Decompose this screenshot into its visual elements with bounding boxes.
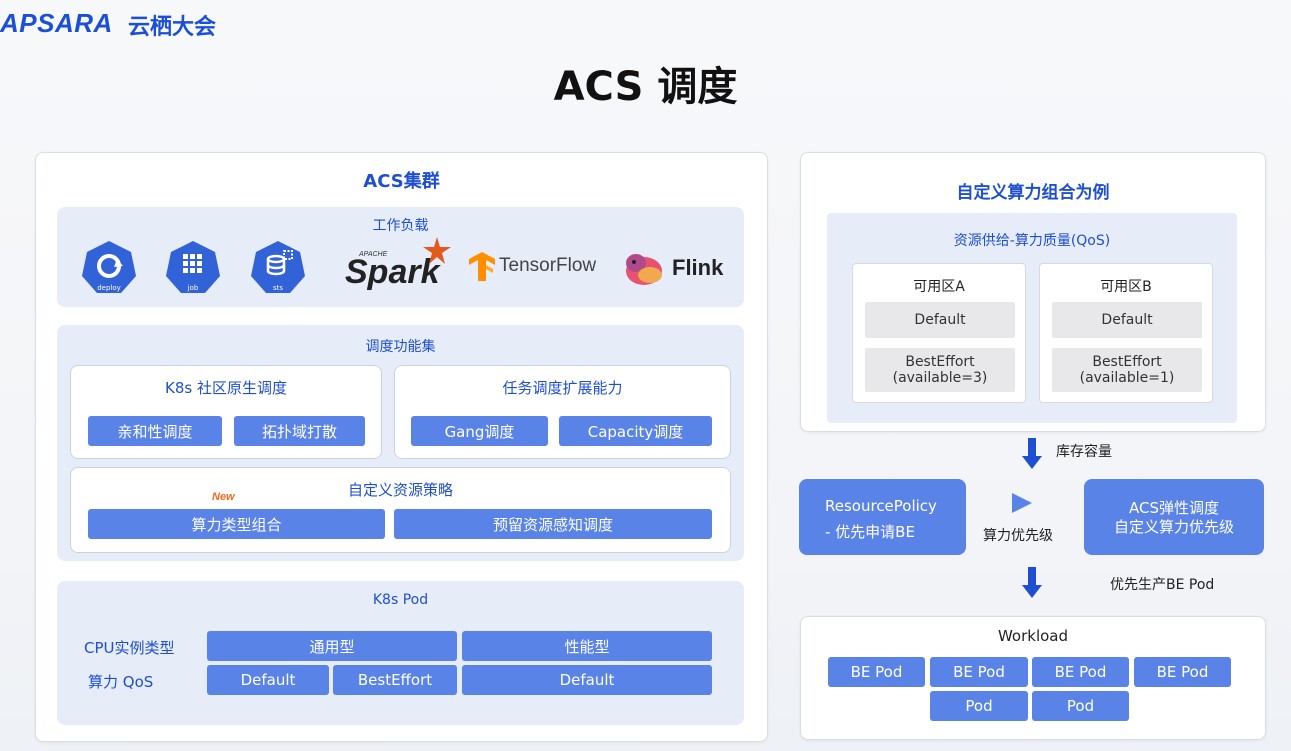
- svg-text:sts: sts: [273, 284, 283, 292]
- flink-label: Flink: [672, 255, 724, 280]
- custom-compute-panel: 自定义算力组合为例 资源供给-算力质量(QoS) 可用区A Default Be…: [800, 152, 1266, 432]
- inventory-capacity-label: 库存容量: [1056, 444, 1112, 460]
- svg-text:deploy: deploy: [97, 284, 121, 292]
- native-scheduling-box: K8s 社区原生调度 亲和性调度 拓扑域打散: [70, 365, 382, 459]
- pod[interactable]: Pod: [930, 691, 1028, 721]
- k8s-pod-title: K8s Pod: [372, 592, 429, 608]
- affinity-scheduling-button[interactable]: 亲和性调度: [88, 416, 222, 446]
- down-arrow-icon: [1022, 438, 1042, 469]
- acs-cluster-panel: ACS集群 工作负载 deploy job: [35, 152, 768, 742]
- zone-b-availability: (available=1): [1079, 370, 1175, 386]
- zone-a-availability: (available=3): [892, 370, 988, 386]
- custom-resource-policy-title: 自定义资源策略: [347, 481, 453, 499]
- produce-be-pod-label: 优先生产BE Pod: [1110, 577, 1215, 593]
- custom-compute-title: 自定义算力组合为例: [956, 183, 1110, 203]
- qos-default-performance[interactable]: Default: [462, 665, 712, 695]
- down-arrow-icon: [1022, 567, 1042, 598]
- workload-box: Workload BE Pod BE Pod BE Pod BE Pod Pod…: [800, 616, 1266, 740]
- zone-b-box: 可用区B Default BestEffort (available=1): [1039, 263, 1213, 403]
- job-icon: job: [165, 239, 221, 299]
- spark-logo: APACHE Spark: [345, 237, 455, 297]
- qos-besteffort-general[interactable]: BestEffort: [333, 665, 457, 695]
- gang-scheduling-button[interactable]: Gang调度: [411, 416, 548, 446]
- qos-default-general[interactable]: Default: [207, 665, 329, 695]
- zone-b-default: Default: [1052, 302, 1202, 338]
- scheduling-section: 调度功能集 K8s 社区原生调度 亲和性调度 拓扑域打散 任务调度扩展能力 Ga…: [57, 325, 744, 561]
- flink-logo: Flink: [622, 247, 732, 291]
- cpu-instance-type-label: CPU实例类型: [84, 639, 175, 657]
- apsara-logo: APSARA: [0, 8, 113, 38]
- workload-section: 工作负载 deploy job: [57, 207, 744, 307]
- resource-policy-line1: ResourcePolicy: [825, 497, 937, 515]
- acs-elastic-line2: 自定义算力优先级: [1113, 518, 1234, 536]
- zone-b-besteffort: BestEffort (available=1): [1052, 348, 1202, 392]
- scheduling-title: 调度功能集: [365, 339, 436, 355]
- compute-priority-label: 算力优先级: [983, 528, 1053, 544]
- resource-policy-line2: - 优先申请BE: [825, 523, 915, 541]
- native-scheduling-title: K8s 社区原生调度: [165, 379, 287, 397]
- svg-text:job: job: [187, 284, 199, 292]
- flink-squirrel-icon: [626, 254, 662, 285]
- be-pod[interactable]: BE Pod: [1134, 657, 1231, 687]
- new-badge: New: [212, 491, 235, 503]
- compute-type-combo-button[interactable]: 算力类型组合: [88, 509, 385, 539]
- be-pod[interactable]: BE Pod: [1032, 657, 1129, 687]
- resource-supply-section: 资源供给-算力质量(QoS) 可用区A Default BestEffort (…: [827, 213, 1237, 423]
- right-arrow-icon: [1012, 493, 1032, 513]
- sts-icon: sts: [250, 239, 306, 299]
- topology-spread-button[interactable]: 拓扑域打散: [234, 416, 365, 446]
- general-purpose-type[interactable]: 通用型: [207, 631, 457, 661]
- reserved-resource-aware-button[interactable]: 预留资源感知调度: [394, 509, 712, 539]
- k8s-pod-section: K8s Pod CPU实例类型 算力 QoS 通用型 性能型 Default B…: [57, 581, 744, 725]
- deploy-icon: deploy: [81, 239, 137, 299]
- workload-title: 工作负载: [372, 218, 429, 234]
- resource-policy-box[interactable]: ResourcePolicy - 优先申请BE: [799, 479, 966, 555]
- extension-scheduling-box: 任务调度扩展能力 Gang调度 Capacity调度: [394, 365, 731, 459]
- spark-star-icon: [423, 237, 451, 264]
- zone-a-box: 可用区A Default BestEffort (available=3): [852, 263, 1026, 403]
- zone-a-default: Default: [865, 302, 1015, 338]
- be-pod[interactable]: BE Pod: [930, 657, 1028, 687]
- be-pod[interactable]: BE Pod: [828, 657, 925, 687]
- page-title: ACS 调度: [553, 64, 738, 110]
- acs-elastic-scheduling-box[interactable]: ACS弹性调度 自定义算力优先级: [1084, 479, 1264, 555]
- tensorflow-label: TensorFlow: [499, 255, 597, 276]
- zone-a-besteffort: BestEffort (available=3): [865, 348, 1015, 392]
- acs-elastic-line1: ACS弹性调度: [1129, 499, 1219, 517]
- workload-title: Workload: [997, 627, 1069, 645]
- pod[interactable]: Pod: [1032, 691, 1129, 721]
- zone-b-title: 可用区B: [1100, 279, 1152, 295]
- custom-resource-policy-box: 自定义资源策略 New 算力类型组合 预留资源感知调度: [70, 467, 731, 553]
- spark-apache-label: APACHE: [359, 251, 388, 258]
- acs-cluster-title: ACS集群: [363, 171, 440, 192]
- apsara-logo-cn: 云栖大会: [128, 15, 217, 40]
- capacity-scheduling-button[interactable]: Capacity调度: [559, 416, 712, 446]
- resource-supply-title: 资源供给-算力质量(QoS): [953, 233, 1111, 249]
- tensorflow-logo: TensorFlow: [467, 249, 607, 289]
- extension-scheduling-title: 任务调度扩展能力: [502, 379, 623, 397]
- compute-qos-label: 算力 QoS: [88, 673, 154, 691]
- zone-a-title: 可用区A: [913, 279, 965, 295]
- zone-a-besteffort-label: BestEffort: [905, 354, 975, 370]
- tensorflow-icon: [469, 252, 495, 281]
- zone-b-besteffort-label: BestEffort: [1092, 354, 1162, 370]
- spark-label: Spark: [345, 253, 440, 291]
- performance-type[interactable]: 性能型: [462, 631, 712, 661]
